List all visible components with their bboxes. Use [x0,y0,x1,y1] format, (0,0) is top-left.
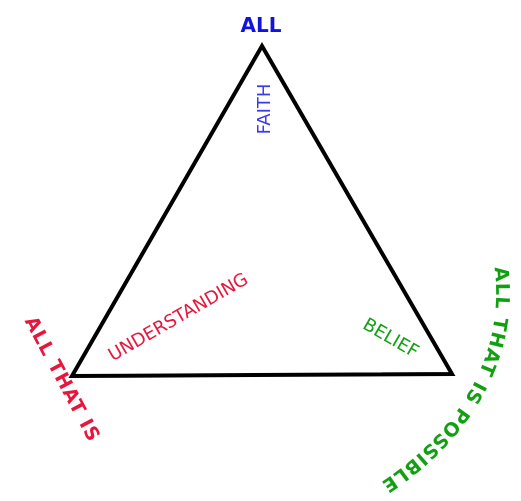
apex-label-all: ALL [241,13,282,37]
all-that-is-label: ALL THAT IS [20,313,105,446]
triangle-shape [68,42,456,379]
all-that-is-possible-label: ALL THAT IS POSSIBLE [377,266,513,497]
all-that-is-possible-path-text: ALL THAT IS POSSIBLE [377,266,512,497]
belief-label: BELIEF [359,314,422,363]
faith-label: FAITH [254,84,275,135]
